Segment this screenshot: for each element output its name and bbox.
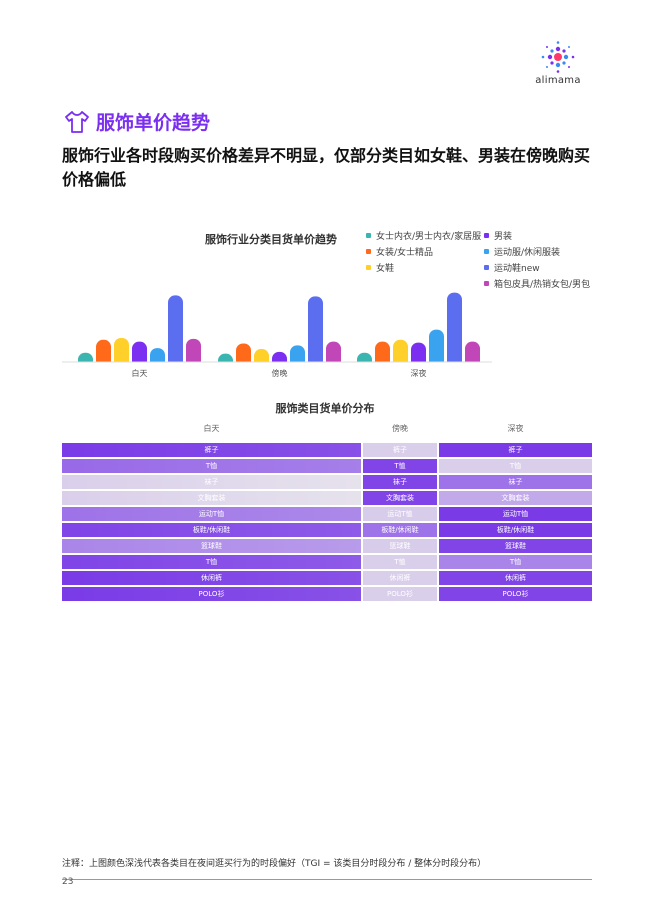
bar-2-2 [393,339,408,368]
legend-item: 运动服/休闲服装 [484,245,560,258]
legend-label: 女装/女士精品 [376,248,434,258]
heatmap-cell: 袜子 [439,475,592,489]
heatmap-cell: 休闲裤 [363,571,437,585]
legend-swatch [484,265,489,270]
legend-swatch [366,265,371,270]
legend-swatch [484,249,489,254]
bar-base-mask [76,362,206,370]
legend-label: 女鞋 [376,264,395,274]
heatmap-cell: 运动T恤 [62,507,361,521]
footnote: 注释：上图颜色深浅代表各类目在夜间逛买行为的时段偏好（TGI = 该类目分时段分… [62,859,487,869]
heatmap-cell: 篮球鞋 [439,539,592,553]
heatmap-cell: 篮球鞋 [62,539,361,553]
bar-base-mask [355,362,485,370]
alimama-logo-icon [541,41,575,73]
heatmap-cell: 板鞋/休闲鞋 [62,523,361,537]
heatmap-cell: 板鞋/休闲鞋 [363,523,437,537]
heatmap-cell: POLO衫 [363,587,437,601]
legend-swatch [484,281,489,286]
heatmap-title: 服饰类目货单价分布 [275,402,375,415]
bar-1-5 [308,296,323,368]
heatmap-cell: 文胸套装 [439,491,592,505]
heatmap-cell: T恤 [363,555,437,569]
legend-item: 女装/女士精品 [366,245,433,258]
legend-label: 运动服/休闲服装 [494,248,561,258]
legend-item: 女士内衣/男士内衣/家居服 [366,229,481,242]
heatmap-cell: 文胸套装 [363,491,437,505]
bar-chart: 白天 傍晚 深夜 [62,292,492,378]
heatmap-cell: 板鞋/休闲鞋 [439,523,592,537]
legend-label: 男装 [494,232,513,242]
heatmap-cell: 休闲裤 [62,571,361,585]
heatmap-cell: 裤子 [62,443,361,457]
legend-label: 箱包皮具/热销女包/男包 [494,280,591,290]
heatmap-cell: T恤 [439,459,592,473]
heatmap-cell: T恤 [439,555,592,569]
x-tick-label: 深夜 [411,368,427,378]
bar-0-2 [114,337,129,368]
legend-swatch [366,249,371,254]
heatmap-cell: 运动T恤 [439,507,592,521]
bar-2-1 [375,341,390,368]
heatmap-cell: 裤子 [363,443,437,457]
bar-1-6 [326,341,341,368]
bar-2-6 [465,341,480,368]
heatmap-cell: 休闲裤 [439,571,592,585]
x-tick-label: 白天 [132,368,148,378]
heatmap-cell: POLO衫 [439,587,592,601]
bar-base-mask [216,362,346,370]
heatmap-cell: T恤 [62,459,361,473]
heatmap-cell: T恤 [62,555,361,569]
bar-0-5 [168,295,183,368]
page-number: 23 [62,877,74,887]
heatmap-cell: 篮球鞋 [363,539,437,553]
brand-name: alimama [535,75,581,86]
alimama-logo: alimama [530,40,586,86]
x-tick-label: 傍晚 [272,368,288,378]
heatmap-cell: T恤 [363,459,437,473]
legend-label: 运动鞋new [494,264,540,274]
heatmap-cell: 袜子 [363,475,437,489]
section-header: 服饰单价趋势 [64,108,210,135]
heatmap-cell: 袜子 [62,475,361,489]
bar-0-6 [186,338,201,368]
bar-2-4 [429,329,444,368]
heatmap-cell: 文胸套装 [62,491,361,505]
bar-0-1 [96,339,111,368]
footer-divider [62,879,592,880]
legend-label: 女士内衣/男士内衣/家居服 [376,232,482,242]
heatmap-column-header: 白天 [203,424,220,433]
legend-item: 箱包皮具/热销女包/男包 [484,277,590,290]
heatmap-cell: POLO衫 [62,587,361,601]
bar-chart-title: 服饰行业分类目货单价趋势 [205,233,337,246]
heatmap-column-header: 深夜 [507,424,524,433]
section-title: 服饰单价趋势 [96,112,211,134]
legend-item: 运动鞋new [484,261,540,274]
tshirt-icon [65,110,89,133]
heatmap-column-header: 傍晚 [392,424,408,433]
heatmap-cell: 运动T恤 [363,507,437,521]
headline: 服饰行业各时段购买价格差异不明显，仅部分类目如女鞋、男装在傍晚购买价格偏低 [62,146,591,189]
legend-item: 女鞋 [366,261,394,274]
legend-swatch [484,233,489,238]
legend-swatch [366,233,371,238]
heatmap-cell: 裤子 [439,443,592,457]
bar-0-3 [132,341,147,368]
legend-item: 男装 [484,229,512,242]
bar-2-5 [447,292,462,368]
